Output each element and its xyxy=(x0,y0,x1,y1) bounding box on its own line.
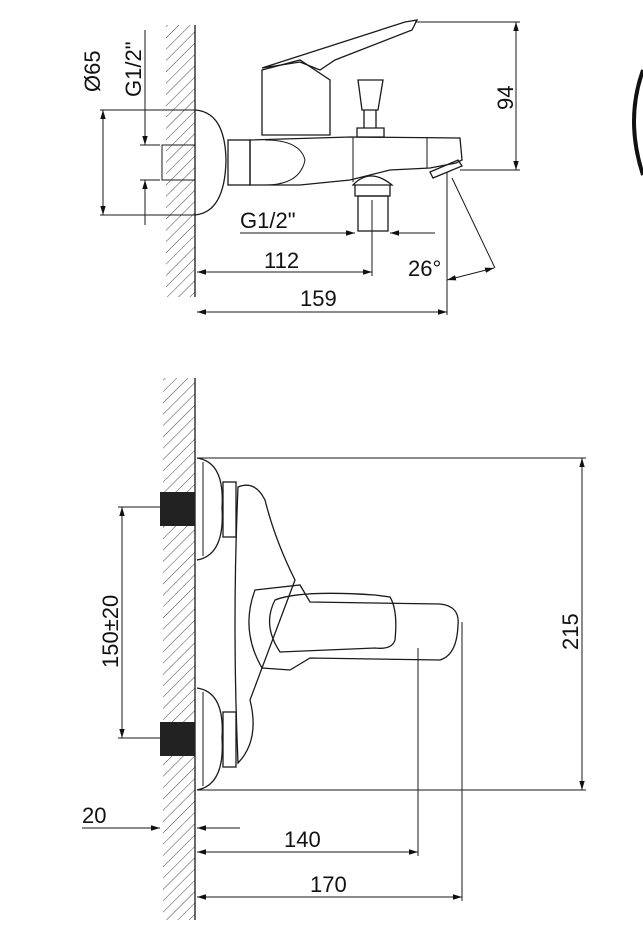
thread-length-label: 20 xyxy=(82,803,106,828)
valve-body-front xyxy=(234,484,296,765)
height-label: 94 xyxy=(493,86,518,110)
inlet-thread-label: G1/2" xyxy=(121,41,146,97)
handle-reach-label: 140 xyxy=(284,827,321,852)
depth-label: 159 xyxy=(300,286,337,311)
outlet-thread-label: G1/2" xyxy=(240,208,296,233)
cartridge-housing xyxy=(261,59,331,136)
outlet-connector xyxy=(351,175,394,197)
angle-label: 26° xyxy=(408,256,441,281)
total-depth-label: 170 xyxy=(310,872,347,897)
lower-inlet-thread xyxy=(160,722,195,756)
upper-hex-nut xyxy=(222,481,237,538)
handle-inner xyxy=(268,592,397,653)
body-contour xyxy=(264,139,306,186)
inlet-thread xyxy=(161,144,196,181)
total-height-label: 215 xyxy=(558,613,583,650)
handle-outline xyxy=(248,584,459,671)
outlet-offset-label: 112 xyxy=(264,248,299,273)
upper-escutcheon xyxy=(196,457,223,561)
upper-inlet-thread xyxy=(160,492,195,526)
front-view: 215 150±20 20 140 170 xyxy=(82,378,586,920)
inlet-spacing-label: 150±20 xyxy=(98,595,123,668)
lever-handle xyxy=(261,19,419,71)
lower-hex-nut xyxy=(222,711,237,768)
diverter-knob xyxy=(356,79,385,138)
top-view: Ø65 G1/2" 94 G1/2" 112 26° 159 xyxy=(80,19,643,315)
wall-hatch-front xyxy=(163,378,195,920)
hex-nut xyxy=(227,139,251,186)
escutcheon xyxy=(194,109,227,216)
partial-arc xyxy=(632,69,643,176)
valve-body xyxy=(249,136,463,186)
diameter-label: Ø65 xyxy=(80,50,105,92)
wall-hatch-top xyxy=(166,25,195,297)
spout-nozzle xyxy=(429,159,463,179)
lower-escutcheon xyxy=(196,687,223,791)
